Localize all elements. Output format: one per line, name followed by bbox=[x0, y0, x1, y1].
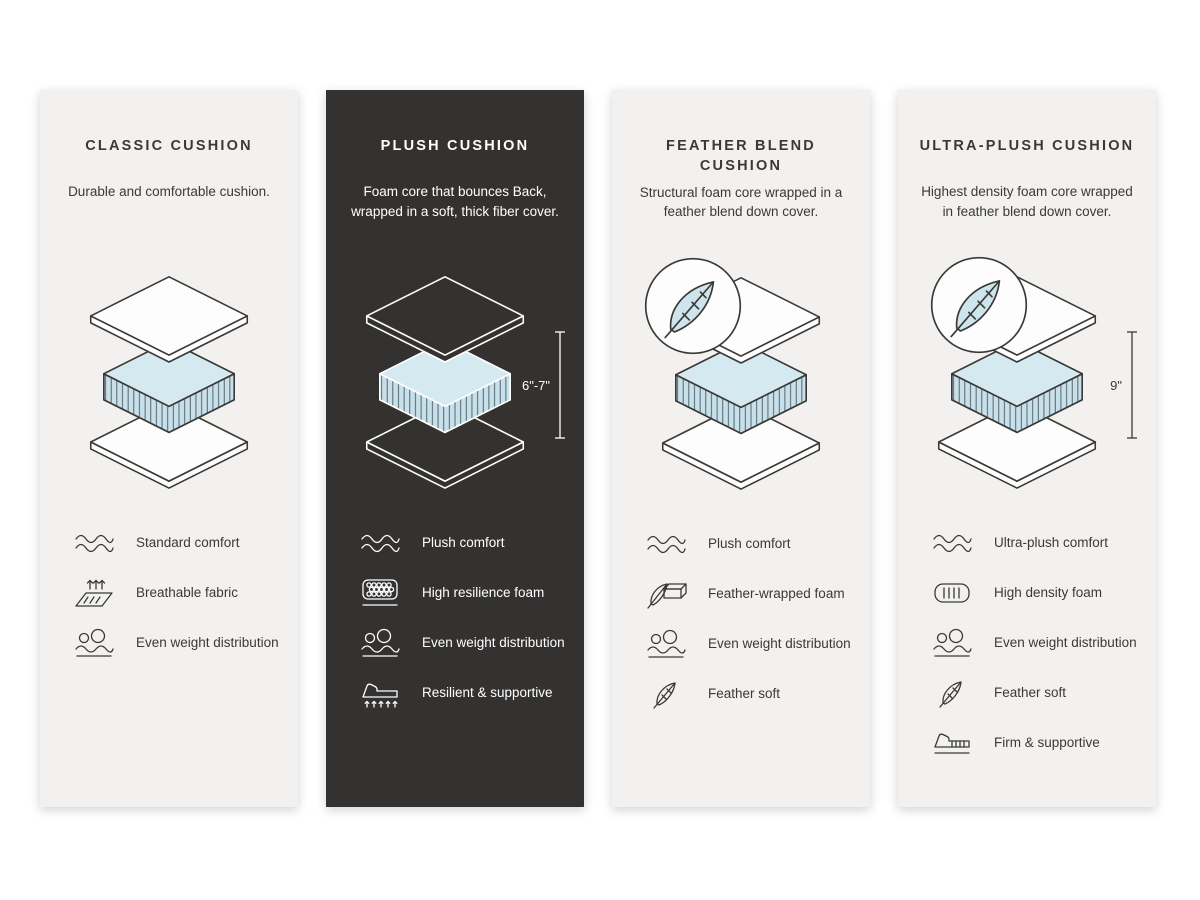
feature-label: Feather soft bbox=[994, 685, 1067, 701]
feature-label: High density foam bbox=[994, 585, 1103, 601]
measurement-line bbox=[555, 331, 565, 439]
feature-row: Even weight distribution bbox=[72, 626, 280, 660]
dense-foam-icon bbox=[930, 576, 974, 610]
feature-label: Even weight distribution bbox=[708, 635, 851, 651]
feature-label: Ultra-plush comfort bbox=[994, 535, 1109, 551]
card-classic-cushion: CLASSIC CUSHION Durable and comfortable … bbox=[40, 90, 298, 807]
feature-row: Plush comfort bbox=[358, 526, 566, 560]
firm-supportive-icon bbox=[930, 726, 974, 760]
card-plush-cushion: PLUSH CUSHION Foam core that bounces Bac… bbox=[326, 90, 584, 807]
feature-label: Firm & supportive bbox=[994, 735, 1100, 751]
feature-label: High resilience foam bbox=[422, 585, 545, 601]
feature-label: Feather soft bbox=[708, 685, 781, 701]
waves-icon bbox=[930, 526, 974, 560]
waves-icon bbox=[358, 526, 402, 560]
feature-list: Ultra-plush comfort High density foam Ev… bbox=[916, 526, 1138, 760]
feature-row: High density foam bbox=[930, 576, 1138, 610]
cushion-comparison-board: CLASSIC CUSHION Durable and comfortable … bbox=[40, 90, 1156, 807]
layered-cushion-illustration bbox=[345, 268, 545, 496]
foam-bubbles-icon bbox=[358, 576, 402, 610]
feature-row: High resilience foam bbox=[358, 576, 566, 610]
card-title: FEATHER BLEND CUSHION bbox=[666, 138, 816, 175]
card-feather-blend-cushion: FEATHER BLEND CUSHION Structural foam co… bbox=[612, 90, 870, 807]
card-description: Foam core that bounces Back, wrapped in … bbox=[351, 184, 559, 219]
waves-icon bbox=[72, 526, 116, 560]
card-title: ULTRA-PLUSH CUSHION bbox=[919, 138, 1135, 154]
feather-icon bbox=[930, 676, 974, 710]
card-title: CLASSIC CUSHION bbox=[85, 138, 253, 154]
card-description: Structural foam core wrapped in a feathe… bbox=[639, 184, 843, 220]
waves-icon bbox=[644, 527, 688, 561]
feature-row: Plush comfort bbox=[644, 527, 852, 561]
feature-row: Standard comfort bbox=[72, 526, 280, 560]
card-ultra-plush-cushion: ULTRA-PLUSH CUSHION Highest density foam… bbox=[898, 90, 1156, 807]
feature-row: Even weight distribution bbox=[930, 626, 1138, 660]
layered-cushion-illustration bbox=[69, 268, 269, 496]
feature-row: Feather soft bbox=[930, 676, 1138, 710]
feature-row: Even weight distribution bbox=[358, 626, 566, 660]
feature-row: Firm & supportive bbox=[930, 726, 1138, 760]
feature-list: Plush comfort High resilience foam Even … bbox=[344, 526, 566, 710]
feature-label: Even weight distribution bbox=[136, 635, 279, 651]
feather-badge-icon bbox=[928, 254, 1030, 356]
measurement-label: 6"-7" bbox=[521, 377, 550, 393]
cushion-diagram bbox=[58, 268, 280, 502]
feature-label: Breathable fabric bbox=[136, 585, 239, 601]
feature-row: Feather soft bbox=[644, 677, 852, 711]
cushion-diagram bbox=[630, 269, 852, 503]
feature-row: Even weight distribution bbox=[644, 627, 852, 661]
feature-row: Resilient & supportive bbox=[358, 676, 566, 710]
feather-foam-icon bbox=[644, 577, 688, 611]
feature-label: Plush comfort bbox=[708, 535, 791, 551]
resilient-supportive-icon bbox=[358, 676, 402, 710]
feature-label: Plush comfort bbox=[422, 535, 505, 551]
even-weight-icon bbox=[930, 626, 974, 660]
cushion-diagram: 6"-7" bbox=[344, 268, 566, 502]
measurement-line bbox=[1127, 331, 1137, 439]
feature-row: Feather-wrapped foam bbox=[644, 577, 852, 611]
thickness-measurement: 6"-7" bbox=[522, 330, 566, 440]
feature-label: Even weight distribution bbox=[994, 635, 1137, 651]
even-weight-icon bbox=[358, 626, 402, 660]
feature-label: Even weight distribution bbox=[422, 635, 565, 651]
even-weight-icon bbox=[644, 627, 688, 661]
cushion-diagram: 9" bbox=[916, 268, 1138, 502]
feature-row: Breathable fabric bbox=[72, 576, 280, 610]
even-weight-icon bbox=[72, 626, 116, 660]
feature-label: Resilient & supportive bbox=[422, 685, 553, 701]
measurement-label: 9" bbox=[1110, 377, 1122, 393]
feature-list: Standard comfort Breathable fabric Even … bbox=[58, 526, 280, 660]
thickness-measurement: 9" bbox=[1110, 330, 1138, 440]
feature-row: Ultra-plush comfort bbox=[930, 526, 1138, 560]
feature-label: Feather-wrapped foam bbox=[708, 585, 845, 601]
feather-badge-icon bbox=[642, 255, 744, 357]
card-title: PLUSH CUSHION bbox=[380, 138, 530, 154]
feather-icon bbox=[644, 677, 688, 711]
card-description: Durable and comfortable cushion. bbox=[68, 184, 270, 199]
breathable-fabric-icon bbox=[72, 576, 116, 610]
feature-label: Standard comfort bbox=[136, 535, 240, 551]
feature-list: Plush comfort Feather-wrapped foam Even … bbox=[630, 527, 852, 711]
card-description: Highest density foam core wrapped in fea… bbox=[921, 184, 1133, 219]
